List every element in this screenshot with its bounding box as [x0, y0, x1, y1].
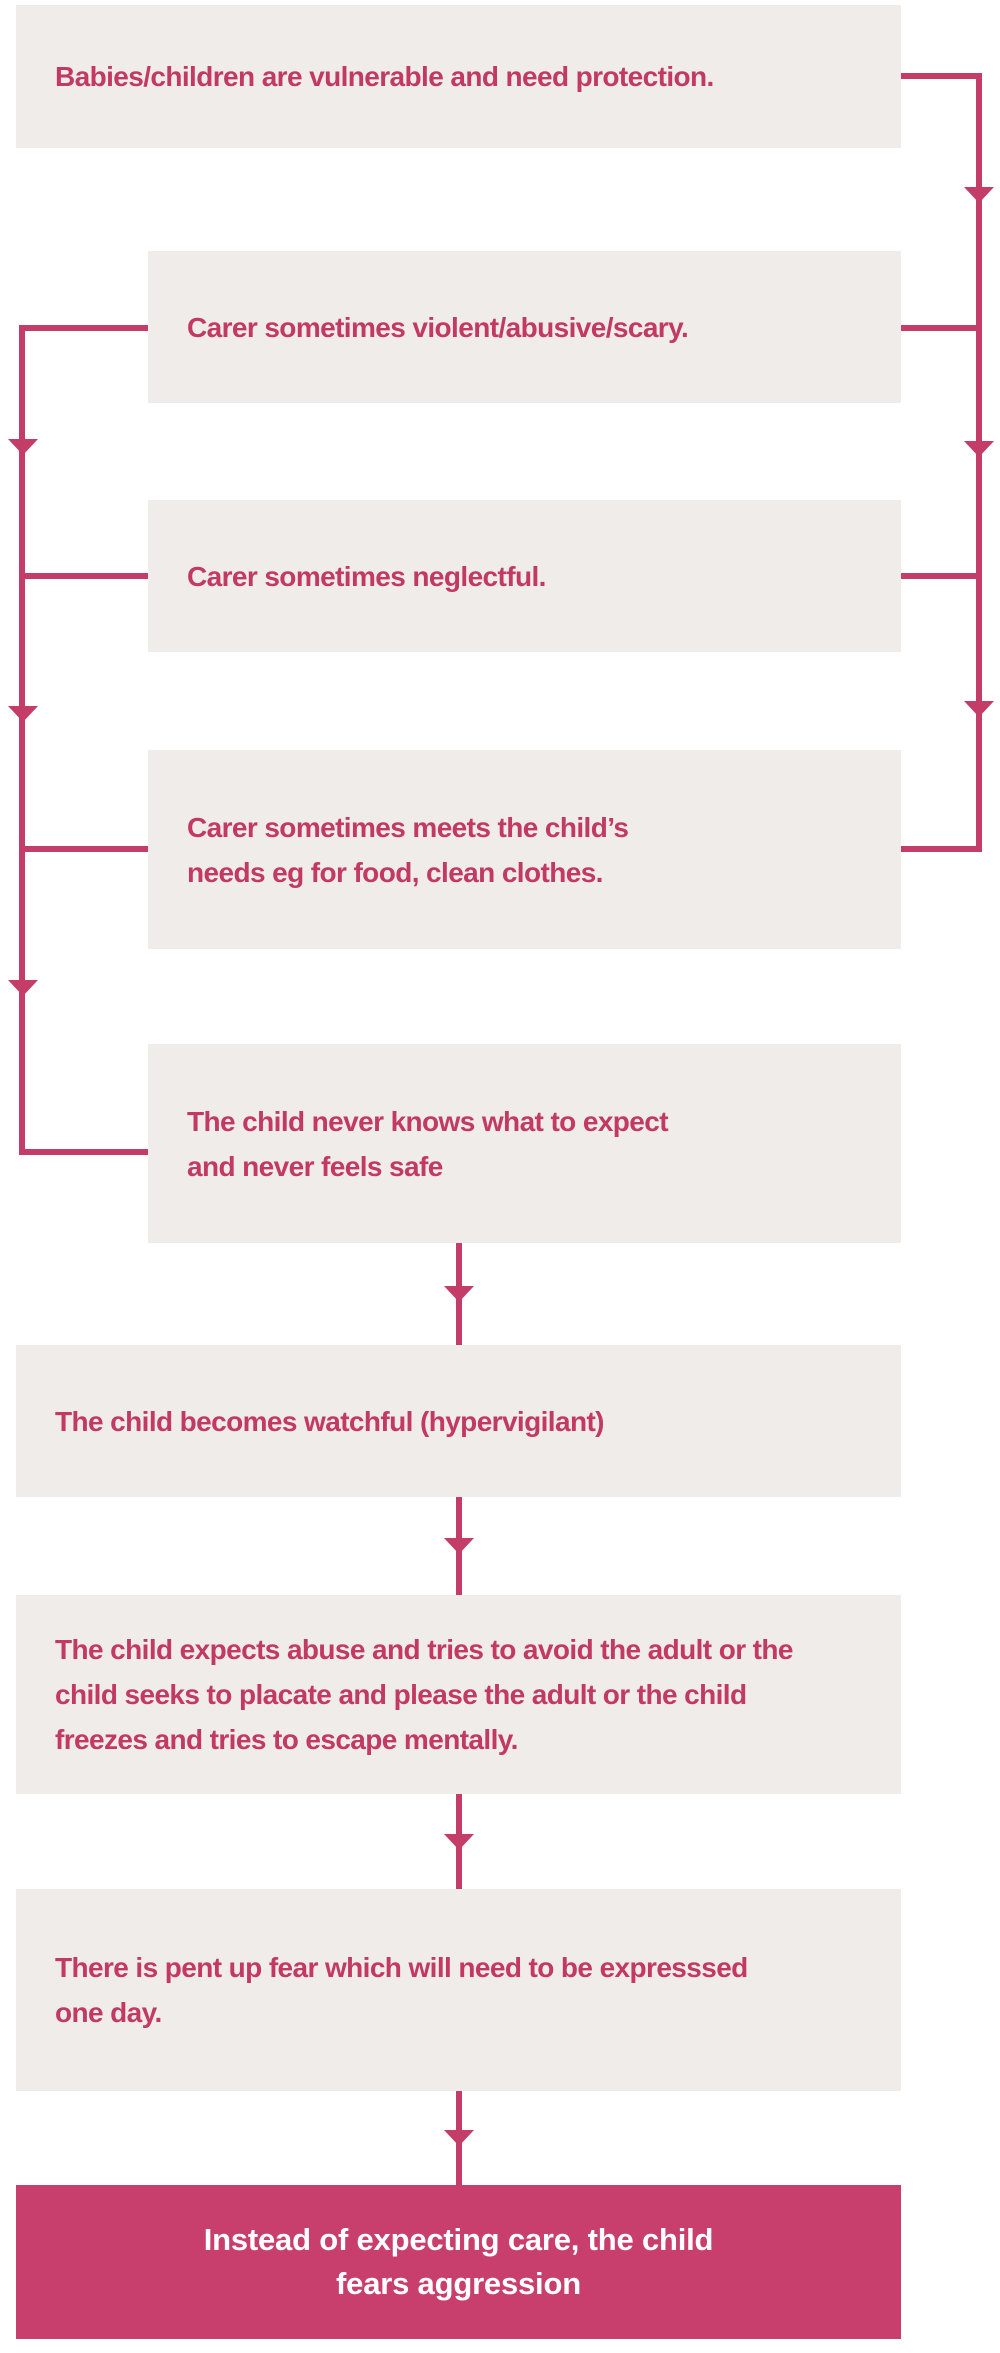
arrow-down-icon [964, 441, 994, 457]
flow-box-expects-abuse: The child expects abuse and tries to avo… [16, 1595, 901, 1794]
connector-stub-box5-left [19, 1149, 148, 1155]
arrow-down-icon [444, 2130, 474, 2146]
connector-stub-box2-right [897, 325, 982, 331]
arrow-down-icon [8, 980, 38, 996]
connector-stub-box4-right [897, 846, 982, 852]
flow-box-hypervigilant: The child becomes watchful (hypervigilan… [16, 1345, 901, 1497]
flow-box-pent-up-fear: There is pent up fear which will need to… [16, 1889, 901, 2091]
connector-stub-box2-left [19, 325, 148, 331]
connector-stub-box3-left [19, 573, 148, 579]
arrow-down-icon [444, 1834, 474, 1850]
flow-box-never-knows: The child never knows what to expect and… [148, 1044, 901, 1243]
connector-stub-box1-right [897, 73, 982, 79]
flow-box-carer-neglectful: Carer sometimes neglectful. [148, 500, 901, 652]
arrow-down-icon [8, 706, 38, 722]
arrow-down-icon [964, 187, 994, 203]
arrow-down-icon [444, 1286, 474, 1302]
arrow-down-icon [444, 1538, 474, 1554]
connector-stub-box4-left [19, 846, 148, 852]
right-vertical-line [976, 73, 982, 852]
flow-box-conclusion: Instead of expecting care, the child fea… [16, 2185, 901, 2339]
arrow-down-icon [964, 701, 994, 717]
flow-box-carer-meets-needs: Carer sometimes meets the child’s needs … [148, 750, 901, 949]
left-vertical-line [19, 325, 25, 1155]
flow-box-babies-vulnerable: Babies/children are vulnerable and need … [16, 5, 901, 148]
connector-stub-box3-right [897, 573, 982, 579]
flow-box-carer-violent: Carer sometimes violent/abusive/scary. [148, 251, 901, 403]
arrow-down-icon [8, 439, 38, 455]
